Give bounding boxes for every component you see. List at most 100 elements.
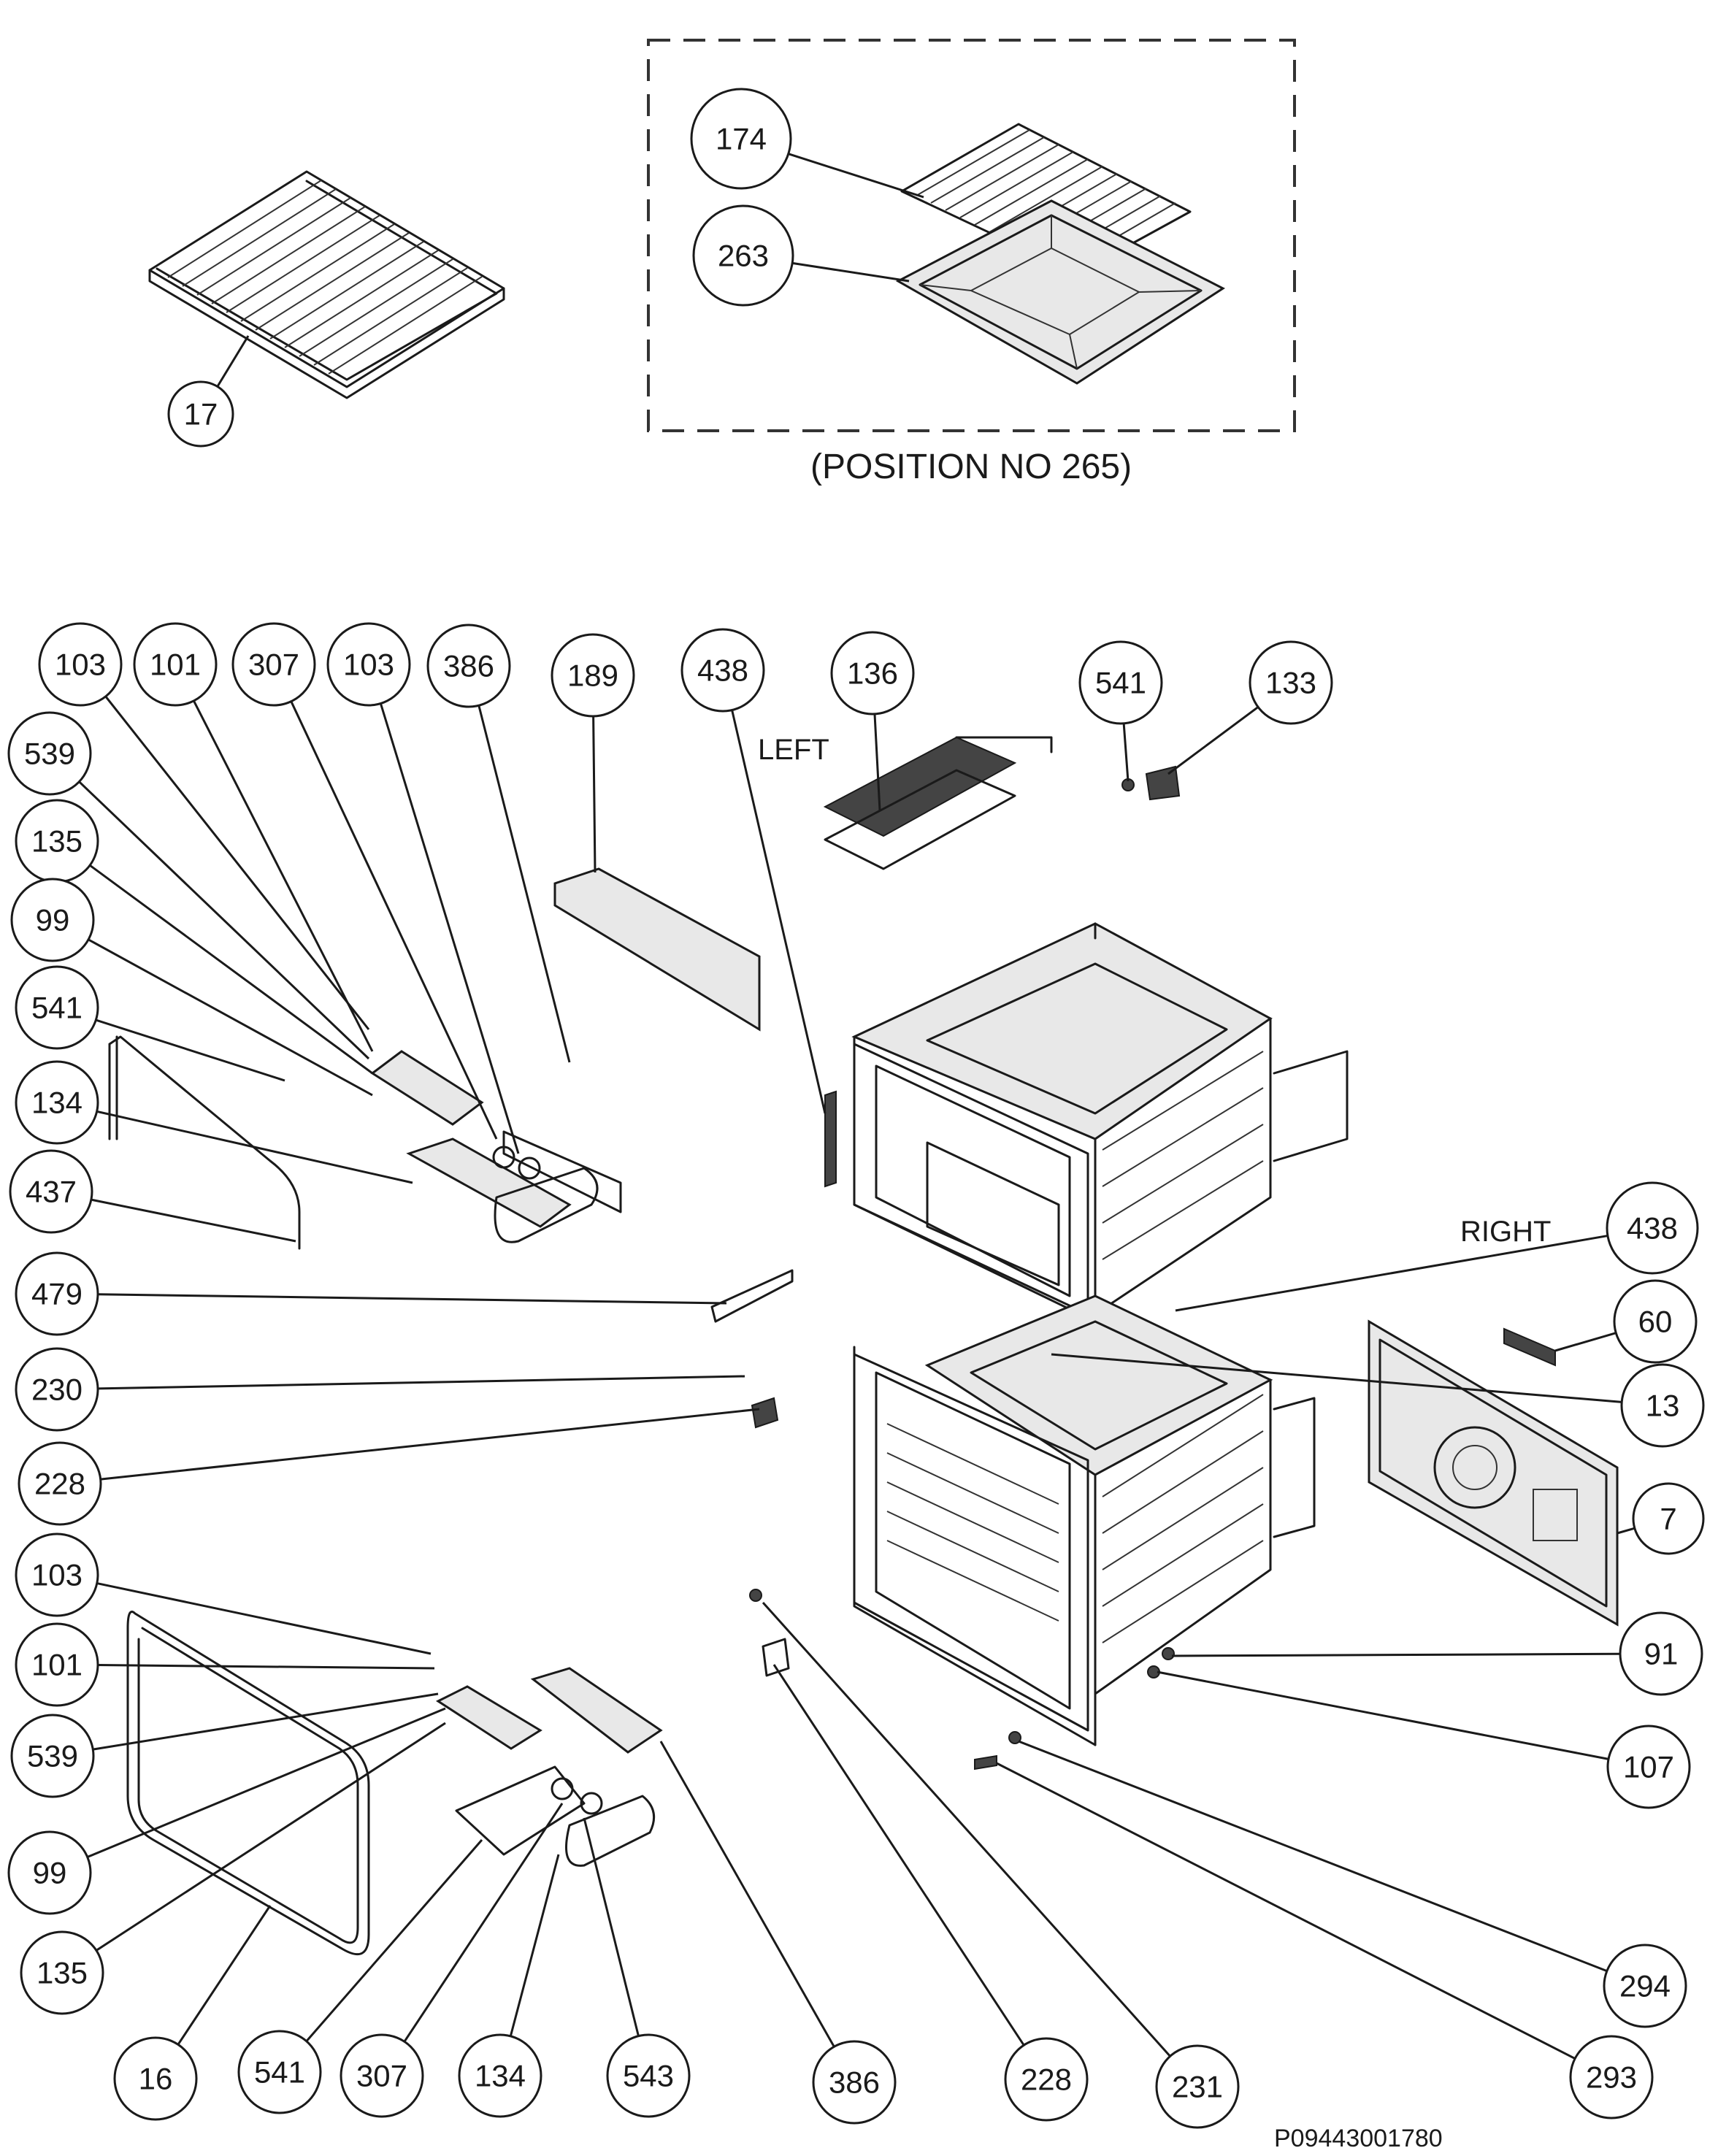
balloon-circle [10,1714,95,1798]
upper-oven-cavity [851,922,1349,1323]
leader-line-133 [1167,706,1259,775]
leader-line-437 [91,1198,296,1243]
baking-tray-263 [895,199,1225,385]
balloon-479: 479 [15,1251,99,1336]
panel-189 [553,867,761,1032]
balloon-60: 60 [1613,1279,1698,1364]
balloon-135-a: 135 [15,799,99,883]
leader-line-101-b [97,1664,435,1670]
balloon-circle [7,711,92,796]
balloon-circle [7,1830,92,1915]
balloon-541-a: 541 [1078,640,1163,725]
balloon-circle [38,622,123,707]
balloon-circle [606,2033,691,2118]
balloon-label: 541 [1095,666,1146,700]
balloon-label: 479 [31,1277,83,1311]
leader-line-174 [788,153,924,199]
leader-line-263 [791,261,910,283]
leader-line-230 [97,1375,745,1390]
balloon-91: 91 [1619,1611,1703,1696]
balloon-543: 543 [606,2033,691,2118]
balloon-circle [231,622,316,707]
balloon-circle [1606,1725,1691,1809]
balloon-label: 16 [139,2062,173,2096]
leader-line-134-b [509,1854,560,2037]
balloon-174: 174 [690,88,792,190]
balloon-99-a: 99 [10,878,95,962]
balloon-label: 294 [1619,1969,1671,2003]
balloon-label: 99 [33,1856,67,1890]
balloon-label: 7 [1660,1502,1676,1536]
balloon-541-c: 541 [237,2030,322,2114]
wire-shelf [148,170,505,399]
balloon-label: 541 [254,2055,305,2090]
balloon-label: 228 [34,1467,85,1501]
balloon-294: 294 [1603,1944,1687,2028]
leader-line-135-b [96,1722,446,1952]
leader-line-99-b [87,1707,446,1858]
balloon-circle [680,628,765,713]
balloon-135-b: 135 [20,1930,104,2015]
leader-line-293 [996,1762,1576,2060]
balloon-label: 99 [36,903,70,937]
balloon-circle [15,1251,99,1336]
balloon-136: 136 [830,631,915,716]
balloon-circle [113,2036,198,2121]
balloon-134-b: 134 [458,2033,542,2118]
leader-line-91 [1171,1652,1621,1657]
balloon-label: 437 [26,1175,77,1209]
balloon-386-a: 386 [426,624,511,708]
leader-line-539-a [78,780,370,1060]
balloon-circle [812,2040,897,2125]
balloon-circle [1603,1944,1687,2028]
leader-line-479 [97,1293,727,1305]
balloon-circle [1620,1363,1705,1448]
balloon-circle [1619,1611,1703,1696]
balloon-label: 543 [623,2059,674,2093]
balloon-circle [551,633,635,718]
balloon-133: 133 [1249,640,1333,725]
balloon-circle [15,1060,99,1145]
balloon-circle [830,631,915,716]
balloon-circle [15,965,99,1050]
balloon-circle [18,1441,102,1526]
leader-line-103-b [379,703,520,1154]
balloon-307-a: 307 [231,622,316,707]
balloon-label: 539 [24,737,75,771]
leader-line-134-a [96,1110,413,1184]
balloon-circle [326,622,411,707]
leader-line-13 [1051,1353,1622,1403]
balloon-label: 103 [343,648,394,682]
balloon-circle [692,204,794,307]
balloon-circle [237,2030,322,2114]
balloon-228-b: 228 [1004,2037,1089,2122]
balloon-438-a: 438 [680,628,765,713]
balloon-circle [15,1532,99,1617]
balloon-label: 174 [716,122,767,156]
balloon-label: 91 [1644,1637,1679,1671]
balloon-circle [1613,1279,1698,1364]
balloon-label: 107 [1623,1750,1674,1784]
balloon-label: 135 [31,824,83,859]
leader-line-231 [762,1601,1171,2057]
balloon-label: 307 [356,2059,407,2093]
leader-line-135-a [89,864,373,1075]
balloon-label: 231 [1172,2070,1223,2104]
balloon-circle [1004,2037,1089,2122]
balloon-label: 230 [31,1373,83,1407]
leader-line-103-a [104,696,370,1030]
drawing-number: P09443001780 [1274,2125,1443,2152]
balloon-circle [1569,2035,1654,2119]
balloon-label: 101 [150,648,201,682]
leader-line-386-b [659,1741,835,2048]
balloon-circle [1078,640,1163,725]
balloon-label: 13 [1646,1389,1680,1423]
balloon-label: 263 [718,239,769,273]
balloon-circle [340,2033,424,2118]
balloon-107: 107 [1606,1725,1691,1809]
lower-hinge-assembly [435,1667,663,1867]
balloon-circle [15,1622,99,1707]
balloon-circle [9,1149,93,1234]
